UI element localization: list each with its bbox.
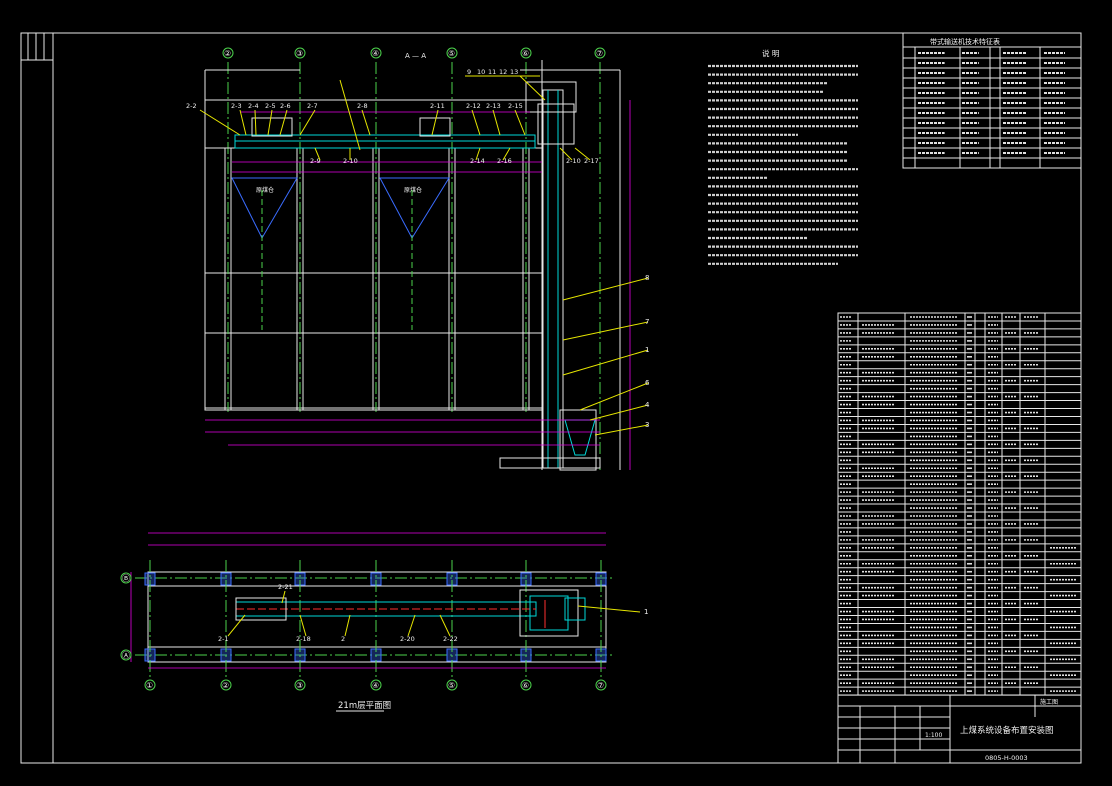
callout-number: 6 [645,379,650,387]
plan-21m-level: Ⓑ Ⓐ ① ② ③ ④ ⑤ ⑥ ⑦ 2-21 2-1 2-18 2 2-20 2… [120,532,648,712]
binding-margin-marks [21,32,53,61]
coal-bunker-right [379,177,450,240]
drawing-number: 0805-H-0003 [985,754,1028,762]
part-label: 2-6 [280,102,291,110]
callout-number: 8 [645,274,649,282]
plan-axis-label: ⑥ [522,681,529,690]
drawing-title: 上煤系统设备布置安装图 [960,725,1054,736]
elevation-axis-bubbles [222,47,606,59]
part-label: 2-7 [307,102,318,110]
drawing-stage: 施工图 [1040,698,1058,706]
part-label: 2-2 [186,102,197,110]
axis-label: ② [224,49,231,58]
part-label: 2-10 [343,157,358,165]
plan-elevator-head [519,589,579,637]
plan-axis-label: ① [146,681,153,690]
parts-list-table [837,312,1082,696]
belt-conveyor-spec-table: 带式输送机技术特征表 [902,32,1082,169]
hopper-label: 原煤仓 [404,186,422,194]
plan-outline [147,571,607,663]
plan-axis-label: ⑤ [448,681,455,690]
callout-number: 11 [488,68,496,76]
leader-lines [199,75,649,436]
plan-axis-label: ② [222,681,229,690]
plan-part-label: 2-22 [443,635,458,643]
callout-number: 10 [477,68,485,76]
plan-title: 21m层平面图 [338,701,391,711]
plan-part-label: 2 [341,635,345,643]
plan-axis-label: Ⓐ [122,651,130,660]
part-label: 2-16 [497,157,512,165]
coal-bunker-left [231,177,298,240]
callout-number: 12 [499,68,507,76]
plan-part-label: 2-1 [218,635,229,643]
plan-axis-label: Ⓑ [122,574,130,583]
axis-label: ④ [372,49,379,58]
plan-part-label: 2-20 [400,635,415,643]
part-label: 2-15 [508,102,523,110]
plan-axis-label: ③ [296,681,303,690]
part-label: 2-3 [231,102,242,110]
notes-text-lines [708,64,858,265]
callout-number: 1 [645,346,649,354]
plan-axis-label: ④ [372,681,379,690]
axis-label: ⑤ [448,49,455,58]
part-label: 2-11 [430,102,445,110]
callout-number: 13 [510,68,518,76]
plan-axis-label: ⑦ [597,681,604,690]
drawing-scale: 1:100 [925,732,942,739]
plan-part-label: 1 [644,608,648,616]
hopper-label: 原煤仓 [256,186,274,194]
axis-label: ③ [296,49,303,58]
section-a-a-elevation: 原煤仓 原煤仓 ② ③ [186,47,650,471]
axis-label: ⑦ [596,49,603,58]
part-label: 2-17 [584,157,599,165]
part-label: 2-10 [566,157,581,165]
callout-number: 4 [645,401,650,409]
spec-table-title: 带式输送机技术特征表 [930,37,1000,46]
plan-part-label: 2-21 [278,583,293,591]
part-label: 2-4 [248,102,259,110]
callout-number: 3 [645,421,649,429]
plan-part-label: 2-18 [296,635,311,643]
notes-block: 说 明 [708,48,858,265]
part-label: 2-5 [265,102,276,110]
part-label: 2-8 [357,102,368,110]
part-label: 2-12 [466,102,481,110]
notes-title: 说 明 [762,48,779,58]
section-label: A — A [405,52,426,60]
callout-number: 9 [467,68,471,76]
part-label: 2-14 [470,157,485,165]
part-label: 2-9 [310,157,321,165]
part-label: 2-13 [486,102,501,110]
title-block: 施工图 上煤系统设备布置安装图 1:100 0805-H-0003 [837,694,1082,764]
callout-number: 7 [645,318,649,326]
axis-label: ⑥ [522,49,529,58]
